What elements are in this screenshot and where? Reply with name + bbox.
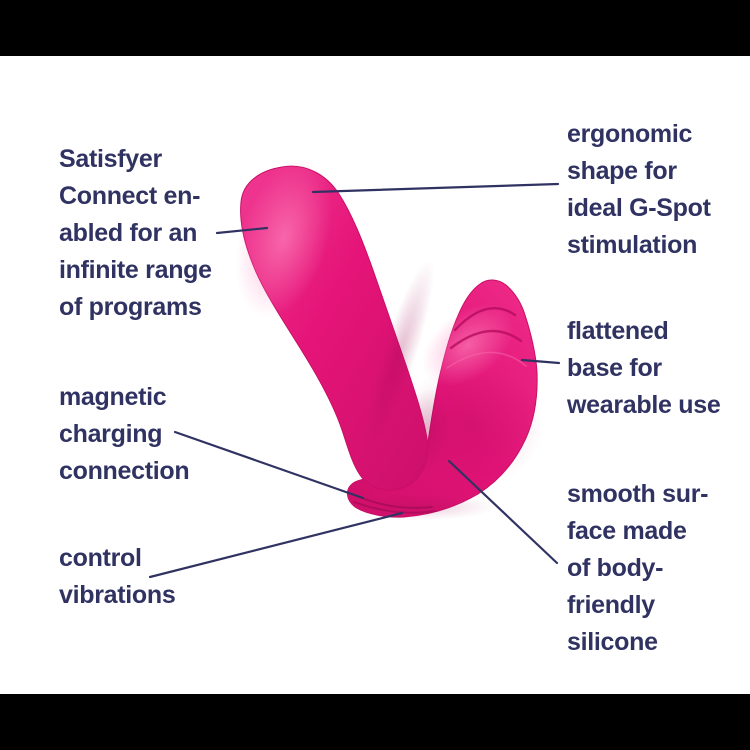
annotation-text-line: Satisfyer: [59, 145, 162, 173]
base-bottom-shadow: [355, 494, 495, 520]
annotation-magnetic-charging: magnetic charging connection: [59, 379, 190, 490]
leader-line-ergonomic: [311, 182, 560, 194]
annotation-text-line: ideal G-Spot: [567, 194, 711, 222]
annotation-text-line: abled for an: [59, 219, 198, 247]
leader-line-flattened: [520, 358, 561, 365]
annotation-text-line: shape for: [567, 157, 677, 185]
leader-line-control: [148, 511, 404, 579]
arm-head-highlight: [236, 158, 332, 318]
leader-line-magnetic: [173, 430, 365, 500]
annotation-text-line: magnetic: [59, 383, 167, 411]
leader-line-smooth: [447, 459, 559, 565]
base-ridge-groove: [449, 329, 523, 350]
device-insertable-arm: [236, 158, 452, 491]
annotation-connect: Satisfyer Connect en- abled for an infin…: [59, 141, 212, 326]
bottom-letterbox-bar: [0, 694, 750, 750]
leader-lines: [148, 182, 561, 579]
annotation-text-line: vibrations: [59, 581, 176, 609]
top-letterbox-bar: [0, 0, 750, 56]
annotation-flattened-base: flattened base for wearable use: [567, 313, 721, 424]
annotation-text-line: of body-: [567, 554, 664, 582]
annotation-text-line: friendly: [567, 591, 655, 619]
annotation-text-line: base for: [567, 354, 662, 382]
annotation-text-line: flattened: [567, 317, 669, 345]
base-face-highlight: [422, 303, 514, 387]
annotation-text-line: silicone: [567, 628, 658, 656]
annotation-text-line: stimulation: [567, 231, 698, 259]
base-ridge-highlight: [446, 351, 527, 369]
annotation-ergonomic-shape: ergonomic shape for ideal G-Spot stimula…: [567, 116, 711, 264]
arm-edge-shadow: [364, 259, 434, 451]
annotation-text-line: Connect en-: [59, 182, 201, 210]
base-ridge-groove: [453, 307, 517, 332]
annotation-text-line: smooth sur-: [567, 480, 709, 508]
annotation-text-line: face made: [567, 517, 687, 545]
annotation-text-line: charging: [59, 420, 163, 448]
annotation-text-line: control: [59, 544, 142, 572]
annotation-smooth-surface: smooth sur- face made of body- friendly …: [567, 476, 708, 661]
annotation-text-line: wearable use: [567, 391, 721, 419]
annotation-text-line: infinite range: [59, 256, 212, 284]
annotation-control-vibrations: control vibrations: [59, 540, 176, 614]
leader-line-connect: [215, 226, 269, 235]
annotation-text-line: ergonomic: [567, 120, 693, 148]
annotation-text-line: connection: [59, 457, 190, 485]
annotation-text-line: of programs: [59, 293, 202, 321]
